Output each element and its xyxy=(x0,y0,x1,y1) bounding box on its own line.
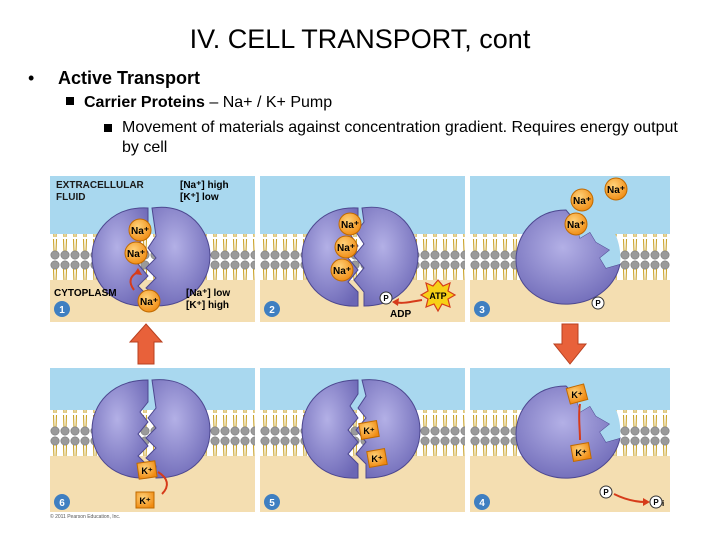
svg-text:Na⁺: Na⁺ xyxy=(127,249,145,260)
panel-step-6: K⁺ K⁺ 6 xyxy=(50,368,255,512)
extracellular-label: EXTRACELLULAR xyxy=(56,180,145,191)
phosphate-icon: P xyxy=(600,486,612,498)
svg-text:K⁺: K⁺ xyxy=(363,426,374,436)
na-ion: Na⁺ xyxy=(138,290,160,312)
bullet-movement-text: Movement of materials against concentrat… xyxy=(104,118,684,158)
fluid-label: FLUID xyxy=(56,192,85,203)
svg-text:Na⁺: Na⁺ xyxy=(337,243,355,254)
carrier-proteins-rest: – Na+ / K+ Pump xyxy=(205,94,332,111)
bullet-active-transport-text: Active Transport xyxy=(58,68,200,89)
panel-step-2: Na⁺ Na⁺ Na⁺ P ATP ADP 2 xyxy=(260,176,465,322)
svg-text:1: 1 xyxy=(59,305,65,316)
panel-step-4: K⁺ K⁺ P P i 4 xyxy=(470,368,670,512)
svg-text:Na⁺: Na⁺ xyxy=(140,297,158,308)
phosphate-i-label: i xyxy=(662,499,664,508)
bullet-carrier-proteins: Carrier Proteins – Na+ / K+ Pump xyxy=(66,94,332,112)
step-badge: 3 xyxy=(474,301,490,317)
step-badge: 6 xyxy=(54,494,70,510)
k-ion: K⁺ xyxy=(571,443,592,462)
svg-text:P: P xyxy=(383,294,389,303)
na-ion: Na⁺ xyxy=(331,259,353,281)
svg-text:3: 3 xyxy=(479,305,485,316)
na-ion: Na⁺ xyxy=(605,178,627,200)
k-ion: K⁺ xyxy=(359,421,380,440)
svg-text:4: 4 xyxy=(479,498,485,509)
svg-text:P: P xyxy=(603,488,609,497)
svg-text:P: P xyxy=(595,299,601,308)
svg-text:2: 2 xyxy=(269,305,275,316)
na-low-label: [Na⁺] low xyxy=(186,288,230,299)
sodium-potassium-pump-figure: Na⁺ Na⁺ Na⁺ EXTRACELLULAR FLUID [Na⁺] hi… xyxy=(50,172,670,520)
down-arrow-icon xyxy=(554,324,586,364)
svg-text:Na⁺: Na⁺ xyxy=(607,185,625,196)
phosphate-icon: P xyxy=(650,496,662,508)
step-badge: 1 xyxy=(54,301,70,317)
svg-text:K⁺: K⁺ xyxy=(575,448,586,458)
phosphate-icon: P xyxy=(380,292,392,304)
svg-text:K⁺: K⁺ xyxy=(571,390,582,400)
k-ion: K⁺ xyxy=(367,449,388,468)
svg-text:Na⁺: Na⁺ xyxy=(573,196,591,207)
k-low-label: [K⁺] low xyxy=(180,192,219,203)
na-ion: Na⁺ xyxy=(129,219,151,241)
carrier-proteins-bold: Carrier Proteins xyxy=(84,94,205,111)
svg-text:ATP: ATP xyxy=(429,291,446,301)
svg-text:K⁺: K⁺ xyxy=(141,466,152,476)
na-ion: Na⁺ xyxy=(339,213,361,235)
copyright-text: © 2011 Pearson Education, Inc. xyxy=(50,513,120,520)
panel-step-1: Na⁺ Na⁺ Na⁺ EXTRACELLULAR FLUID [Na⁺] hi… xyxy=(50,176,255,322)
svg-text:P: P xyxy=(653,498,659,507)
svg-text:Na⁺: Na⁺ xyxy=(333,266,351,277)
na-high-label: [Na⁺] high xyxy=(180,180,229,191)
phosphate-icon: P xyxy=(592,297,604,309)
k-ion: K⁺ xyxy=(136,492,154,508)
k-high-label: [K⁺] high xyxy=(186,300,229,311)
bullet-dot: • xyxy=(28,68,34,89)
svg-text:Na⁺: Na⁺ xyxy=(341,220,359,231)
svg-text:6: 6 xyxy=(59,498,65,509)
adp-label: ADP xyxy=(390,309,411,320)
bullet-movement: Movement of materials against concentrat… xyxy=(104,118,684,158)
step-badge: 4 xyxy=(474,494,490,510)
panel-step-3: Na⁺ Na⁺ Na⁺ P 3 xyxy=(470,176,670,322)
cytoplasm-label: CYTOPLASM xyxy=(54,288,117,299)
step-badge: 2 xyxy=(264,301,280,317)
up-arrow-icon xyxy=(130,324,162,364)
svg-text:5: 5 xyxy=(269,498,275,509)
panel-step-5: K⁺ K⁺ 5 xyxy=(260,368,465,512)
svg-text:K⁺: K⁺ xyxy=(371,454,382,464)
na-ion: Na⁺ xyxy=(125,242,147,264)
svg-text:Na⁺: Na⁺ xyxy=(567,220,585,231)
na-ion: Na⁺ xyxy=(571,189,593,211)
slide-title: IV. CELL TRANSPORT, cont xyxy=(0,24,720,55)
bullet-square xyxy=(104,124,112,132)
na-ion: Na⁺ xyxy=(565,213,587,235)
k-entry-arrow xyxy=(579,404,580,440)
step-badge: 5 xyxy=(264,494,280,510)
k-ion: K⁺ xyxy=(137,461,157,479)
bullet-square xyxy=(66,97,74,105)
atp-burst-icon: ATP xyxy=(421,280,455,311)
svg-text:Na⁺: Na⁺ xyxy=(131,226,149,237)
svg-text:K⁺: K⁺ xyxy=(139,496,150,506)
pump-diagram: Na⁺ Na⁺ Na⁺ EXTRACELLULAR FLUID [Na⁺] hi… xyxy=(50,172,670,520)
na-ion: Na⁺ xyxy=(335,236,357,258)
